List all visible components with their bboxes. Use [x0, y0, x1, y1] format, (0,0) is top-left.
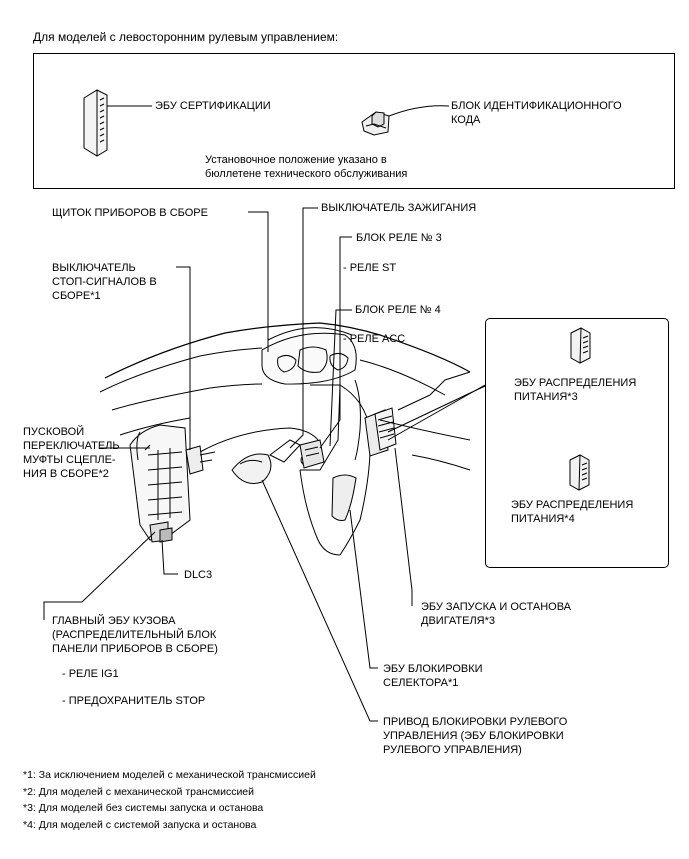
label-clutch-switch-3: МУФТЫ СЦЕПЛЕ-: [23, 454, 116, 466]
install-note-1: Установочное положение указано в: [205, 154, 387, 166]
label-shift-lock-ecu-2: СЕЛЕКТОРА*1: [383, 677, 459, 689]
label-main-body-ecu-2: (РАСПРЕДЕЛИТЕЛЬНЫЙ БЛОК: [52, 629, 217, 641]
label-dlc3: DLC3: [184, 569, 213, 581]
label-engine-start-stop-ecu-1: ЭБУ ЗАПУСКА И ОСТАНОВА: [421, 601, 572, 613]
label-steering-lock-2: УПРАВЛЕНИЯ (ЭБУ БЛОКИРОВКИ: [383, 730, 564, 742]
label-clutch-switch-2: ПЕРЕКЛЮЧАТЕЛЬ: [23, 440, 120, 452]
label-clutch-switch-1: ПУСКОВОЙ: [23, 426, 85, 438]
label-power-dist-ecu-3-2: ПИТАНИЯ*3: [514, 391, 578, 403]
label-engine-start-stop-ecu-2: ДВИГАТЕЛЯ*3: [421, 615, 496, 627]
diagram-heading: Для моделей с левосторонним рулевым упра…: [33, 30, 339, 44]
label-relay-block-4: БЛОК РЕЛЕ № 4: [355, 304, 441, 316]
ecu-cert-label: ЭБУ СЕРТИФИКАЦИИ: [155, 100, 271, 112]
label-steering-lock-1: ПРИВОД БЛОКИРОВКИ РУЛЕВОГО: [383, 716, 568, 728]
install-note-2: бюллетене технического обслуживания: [205, 168, 408, 180]
label-power-dist-ecu-4-1: ЭБУ РАСПРЕДЕЛЕНИЯ: [511, 499, 634, 511]
footnote-1: *1: За исключением моделей с механическо…: [23, 769, 316, 781]
footnote-3: *3: Для моделей без системы запуска и ос…: [23, 802, 264, 814]
label-main-body-ecu-1: ГЛАВНЫЙ ЭБУ КУЗОВА: [52, 615, 176, 627]
certification-ecu-icon: [83, 89, 152, 157]
footnotes: *1: За исключением моделей с механическо…: [23, 767, 316, 833]
power-dist-ecu-3-icon: [570, 327, 591, 364]
label-power-dist-ecu-4-2: ПИТАНИЯ*4: [511, 513, 575, 525]
label-ignition-switch: ВЫКЛЮЧАТЕЛЬ ЗАЖИГАНИЯ: [321, 202, 477, 214]
label-steering-lock-3: РУЛЕВОГО УПРАВЛЕНИЯ): [383, 744, 522, 756]
label-main-body-ecu-3: ПАНЕЛИ ПРИБОРОВ В СБОРЕ): [52, 643, 218, 655]
label-relay-acc: - РЕЛЕ ACC: [343, 333, 406, 345]
footnote-2: *2: Для моделей с механической трансмисс…: [23, 785, 255, 798]
label-relay-st: - РЕЛЕ ST: [343, 262, 397, 274]
label-relay-block-3: БЛОК РЕЛЕ № 3: [356, 232, 442, 244]
label-stop-light-switch-2: СТОП-СИГНАЛОВ В: [52, 276, 157, 288]
id-code-block-label-1: БЛОК ИДЕНТИФИКАЦИОННОГО: [451, 100, 622, 112]
label-power-dist-ecu-3-1: ЭБУ РАСПРЕДЕЛЕНИЯ: [514, 377, 637, 389]
id-code-block-icon: [361, 105, 450, 136]
label-instrument-panel: ЩИТОК ПРИБОРОВ В СБОРЕ: [52, 207, 208, 219]
label-fuse-stop: - ПРЕДОХРАНИТЕЛЬ STOP: [62, 695, 206, 707]
power-dist-ecu-4-icon: [569, 454, 590, 491]
certification-box: [33, 53, 675, 189]
label-stop-light-switch-3: СБОРЕ*1: [52, 290, 101, 302]
label-shift-lock-ecu-1: ЭБУ БЛОКИРОВКИ: [383, 663, 483, 675]
power-distribution-box: [485, 318, 669, 568]
label-relay-ig1: - РЕЛЕ IG1: [62, 668, 119, 680]
id-code-block-label-2: КОДА: [451, 114, 481, 126]
footnote-4: *4: Для моделей с системой запуска и ост…: [23, 818, 257, 831]
label-stop-light-switch-1: ВЫКЛЮЧАТЕЛЬ: [52, 262, 136, 274]
label-clutch-switch-4: НИЯ В СБОРЕ*2: [23, 468, 109, 480]
